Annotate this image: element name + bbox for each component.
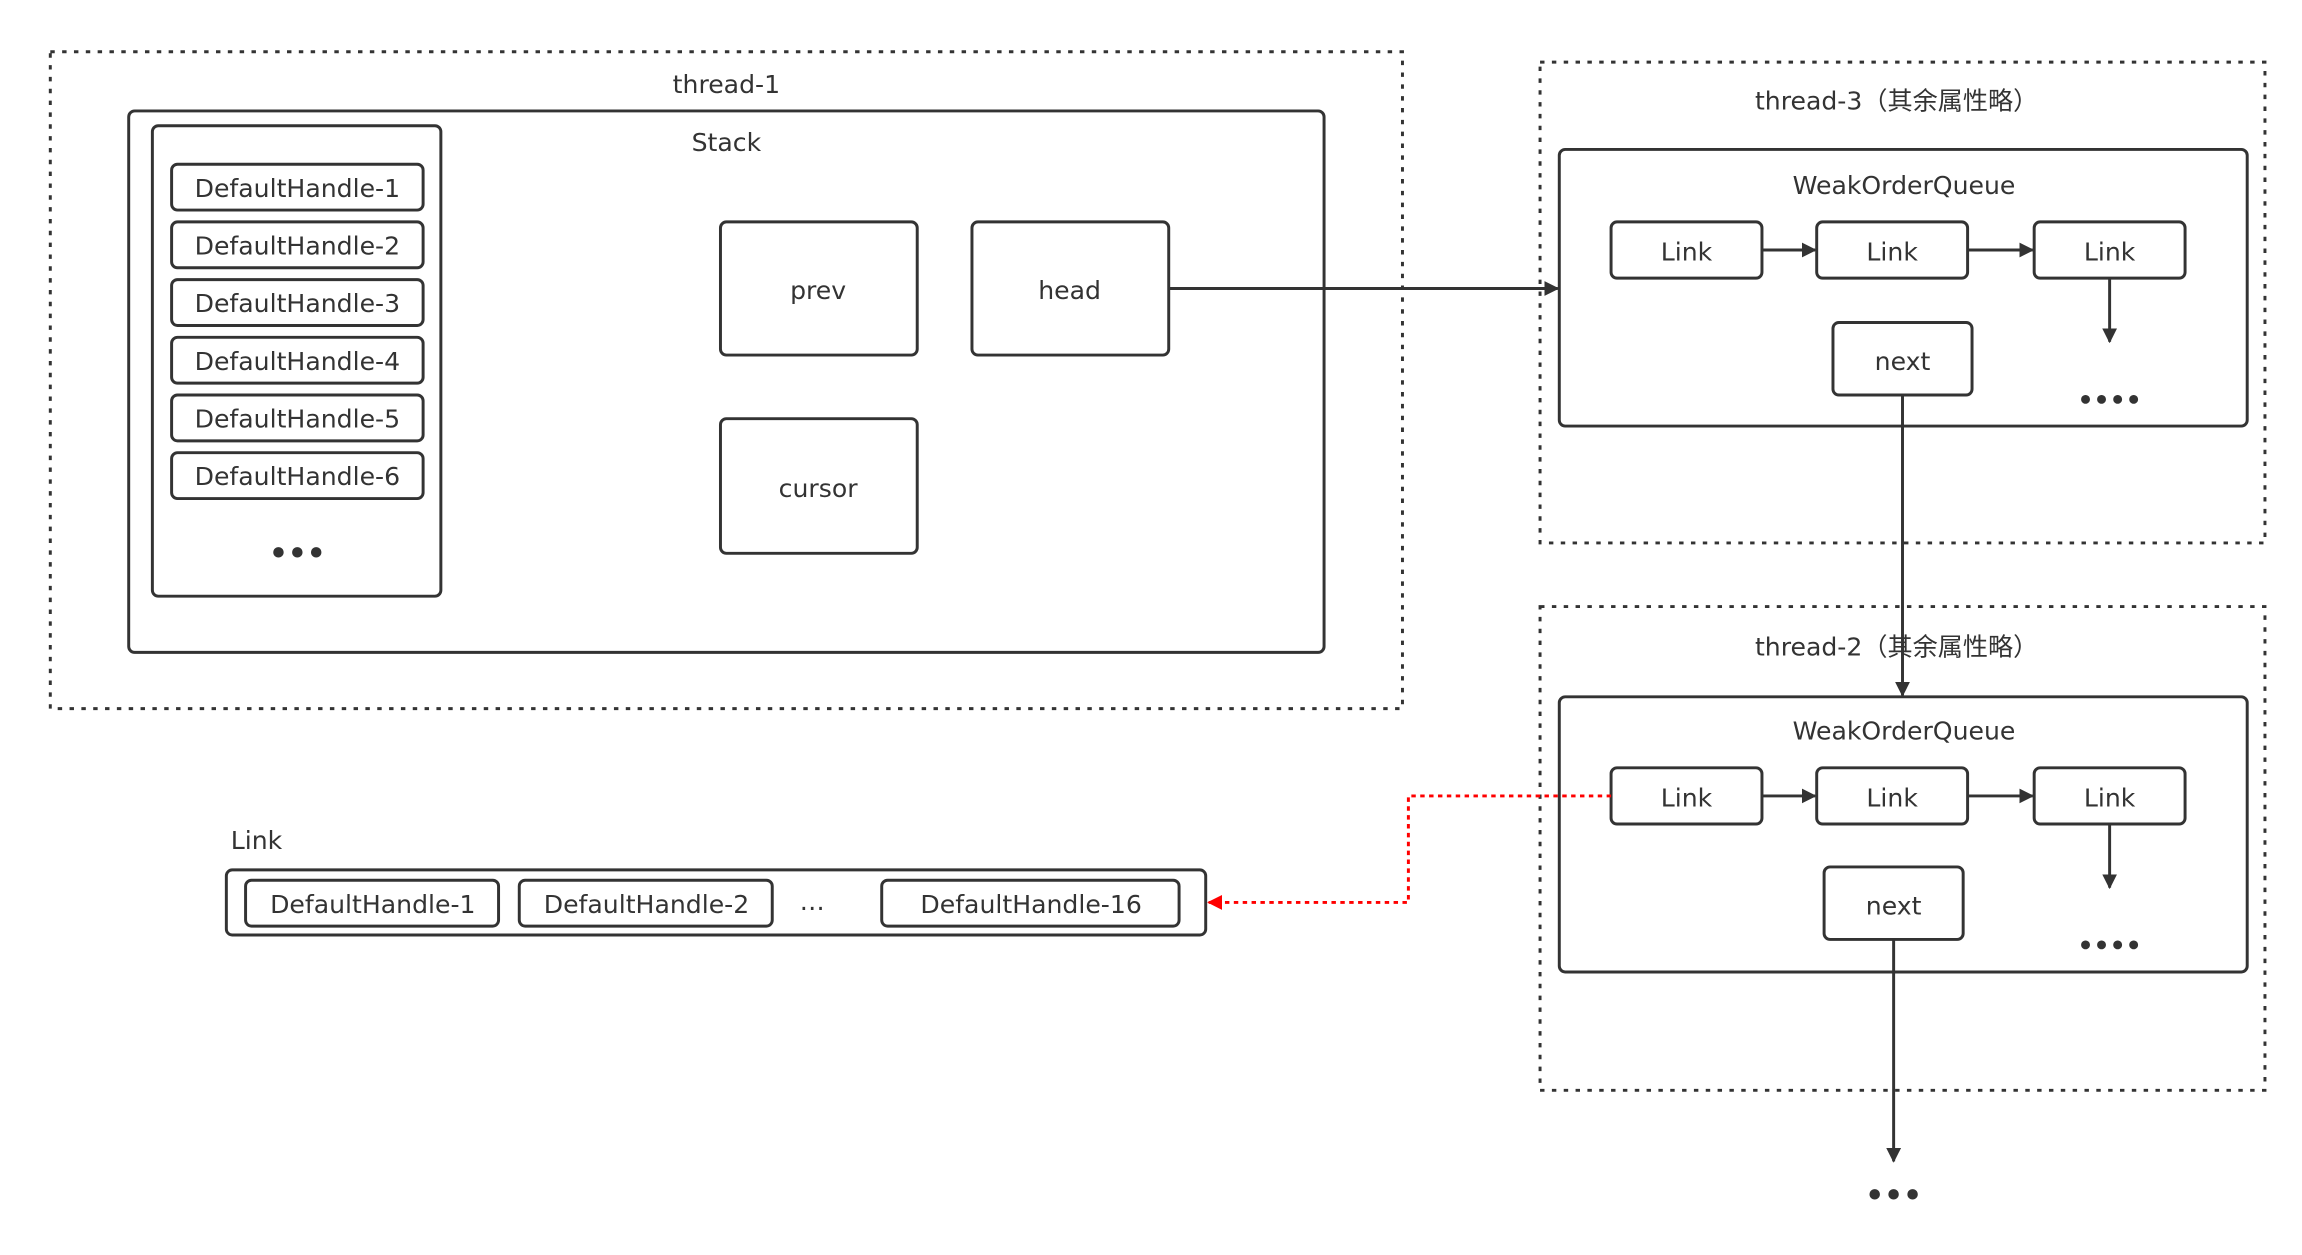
link-handle-label: DefaultHandle-2 [544,890,749,919]
link-handle-label: DefaultHandle-16 [920,890,1141,919]
handle-box-4: DefaultHandle-4 [170,335,425,385]
link-node-2: Link [1815,766,1970,826]
link-label: Link [1866,783,1918,812]
handle-label: DefaultHandle-5 [195,405,400,434]
link-detail-dashed-arrow [1207,794,1612,910]
link-node-3: Link [2032,766,2187,826]
handles-array: DefaultHandle-1 DefaultHandle-2 DefaultH… [150,124,443,598]
weak-order-queue-2: WeakOrderQueue Link Link Link next •••• [1557,695,2249,974]
link-node-1: Link [1609,220,1764,280]
link-handle-16: DefaultHandle-16 [880,878,1181,928]
thread-2-label: thread-2（其余属性略） [1755,632,2038,661]
link-handle-1: DefaultHandle-1 [244,878,501,928]
link-label: Link [2084,237,2136,266]
connectors [1168,242,2118,1163]
link-label: Link [1661,783,1713,812]
handle-box-6: DefaultHandle-6 [170,451,425,501]
cursor-label: cursor [779,474,859,503]
stack-box: Stack DefaultHandle-1 DefaultHandle-2 De… [127,109,1326,654]
link-label: Link [1866,237,1918,266]
link-handles-ellipsis: … [800,887,825,916]
handle-label: DefaultHandle-4 [195,347,400,376]
queue-label: WeakOrderQueue [1793,171,2016,200]
bottom-ellipsis: ••• [1865,1179,1922,1213]
stack-label: Stack [692,128,762,157]
next-label: next [1866,891,1922,920]
thread-3-container: thread-3（其余属性略） WeakOrderQueue Link Link… [1538,60,2267,545]
link-node-1: Link [1609,766,1764,826]
handle-box-3: DefaultHandle-3 [170,278,425,327]
next-label: next [1875,347,1931,376]
links-ellipsis: •••• [2077,931,2141,960]
handle-box-5: DefaultHandle-5 [170,393,425,443]
link-handle-2: DefaultHandle-2 [517,878,774,928]
thread-1-label: thread-1 [673,70,780,99]
cursor-box: cursor [718,417,919,555]
next-box-3: next [1831,321,1974,397]
handle-label: DefaultHandle-2 [195,231,400,260]
handle-label: DefaultHandle-1 [195,174,400,203]
head-label: head [1038,276,1101,305]
handle-label: DefaultHandle-3 [195,289,400,318]
link-detail: Link DefaultHandle-1 DefaultHandle-2 … D… [224,826,1208,937]
next-box-2: next [1822,865,1965,941]
prev-label: prev [790,276,846,305]
thread-2-container: thread-2（其余属性略） WeakOrderQueue Link Link… [1538,605,2267,1092]
link-handle-label: DefaultHandle-1 [270,890,475,919]
handle-box-1: DefaultHandle-1 [170,162,425,212]
link-label: Link [2084,783,2136,812]
weak-order-queue-3: WeakOrderQueue Link Link Link next •••• [1557,147,2249,428]
thread-1-container: thread-1 Stack DefaultHandle-1 DefaultHa… [48,50,1404,711]
link-detail-label: Link [231,826,283,855]
links-ellipsis: •••• [2077,385,2141,414]
handle-box-2: DefaultHandle-2 [170,220,425,270]
handle-label: DefaultHandle-6 [195,462,400,491]
prev-box: prev [718,220,919,357]
thread-3-label: thread-3（其余属性略） [1755,86,2038,115]
head-box: head [970,220,1171,357]
link-label: Link [1661,237,1713,266]
handles-ellipsis: ••• [269,537,326,571]
thread-1-border [48,50,1404,711]
link-node-3: Link [2032,220,2187,280]
link-node-2: Link [1815,220,1970,280]
queue-label: WeakOrderQueue [1793,717,2016,746]
